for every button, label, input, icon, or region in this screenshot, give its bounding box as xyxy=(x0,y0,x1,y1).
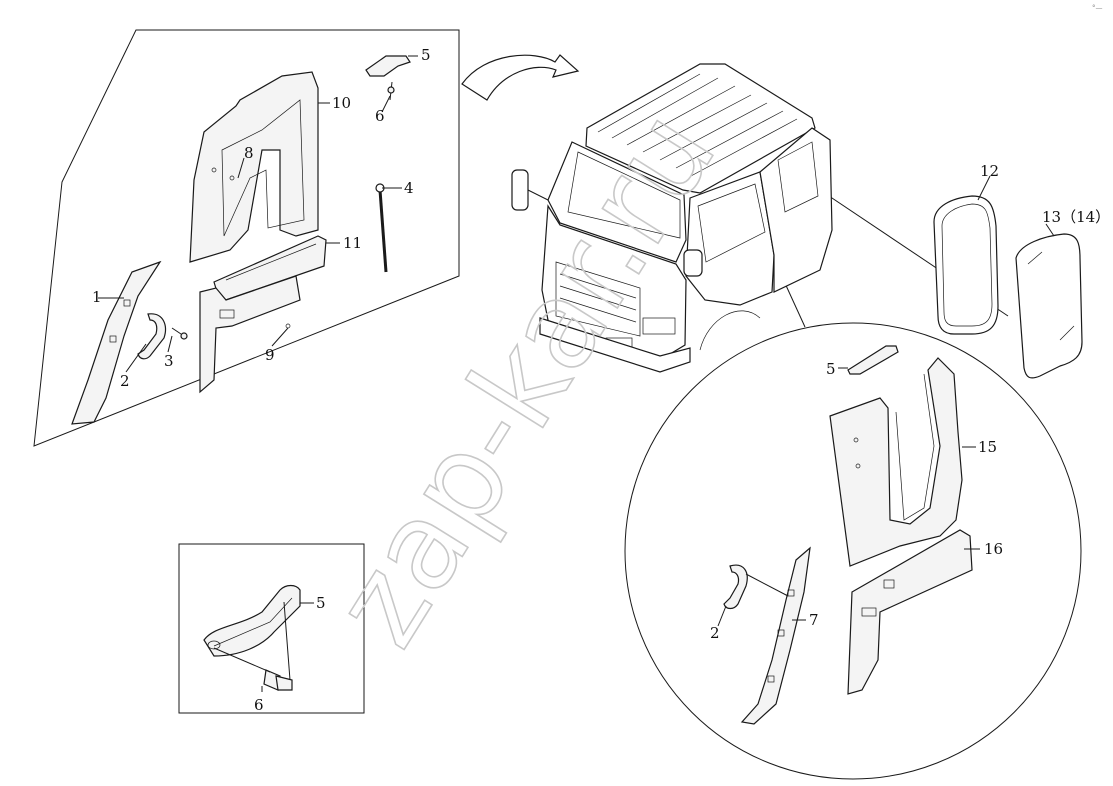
part-4-rod xyxy=(375,183,388,273)
label-5-box: 5 xyxy=(316,594,326,612)
label-10: 10 xyxy=(332,94,351,112)
part-5-bracket xyxy=(365,55,411,77)
part-9-lower-trim xyxy=(199,275,301,394)
part-1-a-pillar-trim xyxy=(71,260,162,425)
label-5-circle: 5 xyxy=(826,360,836,378)
part-6-bolt xyxy=(387,81,395,101)
label-6: 6 xyxy=(375,107,385,125)
label-11: 11 xyxy=(343,234,362,252)
part-2-grab-handle-circle xyxy=(723,564,748,610)
label-2: 2 xyxy=(120,372,130,390)
part-3-screw xyxy=(171,327,188,340)
label-8: 8 xyxy=(244,144,254,162)
part-6-bolt-detail xyxy=(261,669,293,692)
upper-left-detail-frame xyxy=(33,29,460,447)
label-12: 12 xyxy=(980,162,999,180)
curved-arrow-icon xyxy=(461,54,580,101)
label-13-14: 13（14） xyxy=(1042,208,1110,226)
label-6-box: 6 xyxy=(254,696,264,714)
part-10-pillar-trim xyxy=(189,71,319,263)
corner-mark: °— xyxy=(1092,4,1103,12)
right-detail-circle xyxy=(624,322,1082,780)
part-7-a-pillar-trim xyxy=(740,546,811,725)
part-13-window-glass xyxy=(1015,233,1083,379)
lower-left-detail-frame xyxy=(178,543,365,714)
truck-cab xyxy=(511,63,833,373)
part-5-bracket-detail xyxy=(203,584,301,657)
label-15: 15 xyxy=(978,438,997,456)
label-1: 1 xyxy=(92,288,102,306)
label-9: 9 xyxy=(265,346,275,364)
part-15-b-pillar-trim xyxy=(829,357,963,567)
label-16: 16 xyxy=(984,540,1003,558)
part-12-window-seal xyxy=(933,195,999,335)
part-2-grab-handle xyxy=(137,313,167,360)
label-2-circle: 2 xyxy=(710,624,720,642)
part-16-lower-trim xyxy=(847,529,973,695)
part-labels: 1 2 3 4 5 6 8 9 10 11 12 13（14） 5 15 16 … xyxy=(92,46,1110,714)
label-3: 3 xyxy=(164,352,174,370)
part-5-handle-bracket xyxy=(847,345,899,375)
label-7: 7 xyxy=(809,611,819,629)
label-5: 5 xyxy=(421,46,431,64)
label-4: 4 xyxy=(404,179,414,197)
